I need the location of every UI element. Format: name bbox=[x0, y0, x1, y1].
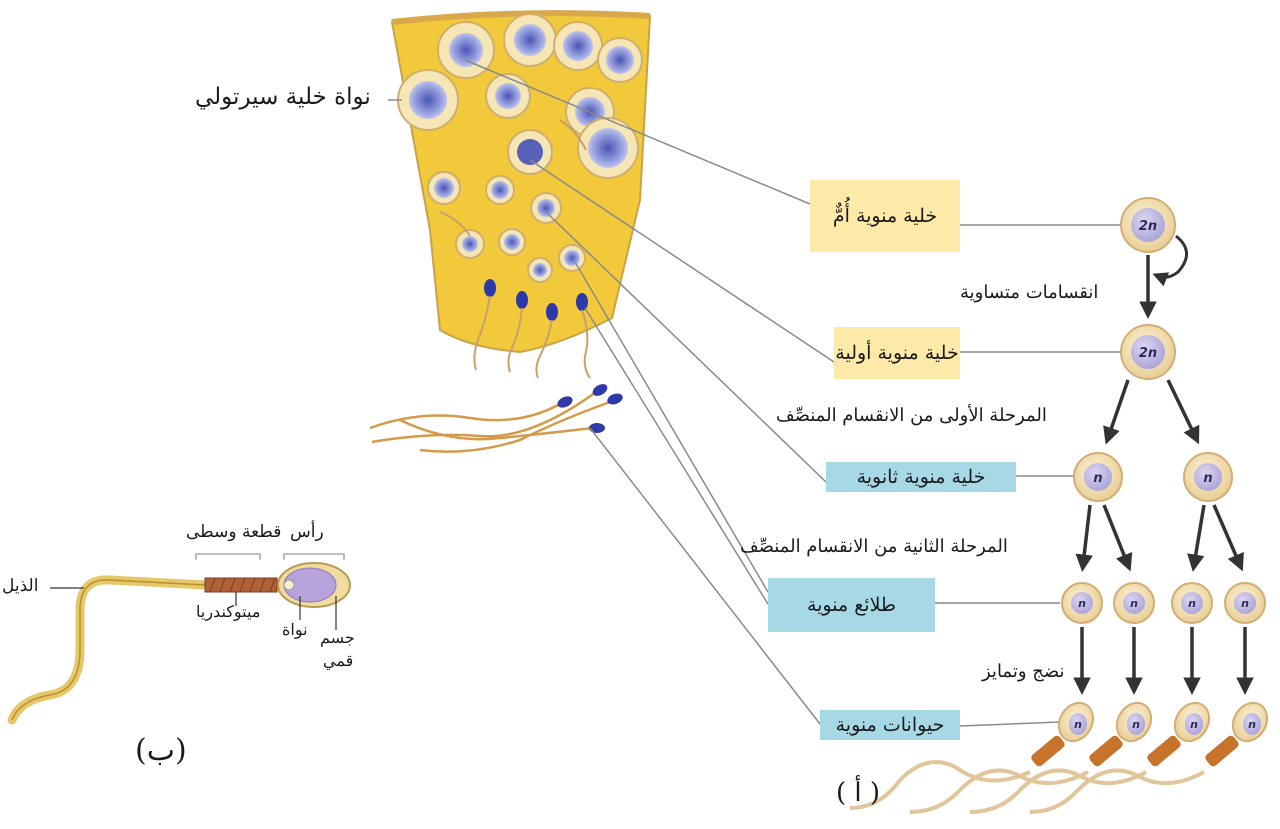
free-sperm-cluster bbox=[370, 382, 624, 452]
ploidy-label: n bbox=[1241, 597, 1249, 610]
ploidy-label: n bbox=[1188, 597, 1196, 610]
primary-spermatocyte-label: خلية منوية أولية bbox=[835, 342, 958, 364]
ploidy-label: n bbox=[1248, 718, 1256, 731]
ploidy-label: 2n bbox=[1139, 346, 1157, 361]
meiosis-1-label: المرحلة الأولى من الانقسام المنصِّف bbox=[776, 405, 1047, 426]
ploidy-label: n bbox=[1078, 597, 1086, 610]
meiosis-2-label: المرحلة الثانية من الانقسام المنصِّف bbox=[740, 536, 1008, 557]
ploidy-label: n bbox=[1203, 471, 1212, 486]
sperm-cells-label: حيوانات منوية bbox=[836, 714, 945, 736]
acrosome-label-2: قمي bbox=[323, 651, 353, 670]
mitochondria-label: ميتوكندريا bbox=[196, 602, 260, 621]
acrosome-label-1: جسم bbox=[320, 628, 355, 647]
secondary-spermatocyte-label: خلية منوية ثانوية bbox=[857, 466, 986, 488]
panel-b-label: (ب) bbox=[135, 733, 187, 768]
ploidy-label: n bbox=[1190, 718, 1198, 731]
mitosis-label: انقسامات متساوية bbox=[960, 282, 1098, 303]
sperm-cells-box: حيوانات منوية bbox=[820, 710, 960, 740]
tail-label: الذيل bbox=[2, 576, 38, 596]
spermatogonium-label: خلية منوية أُمٌّ bbox=[833, 205, 937, 227]
head-label: رأس bbox=[290, 522, 324, 542]
panel-a-label: ( أ ) bbox=[836, 778, 880, 808]
midpiece-label: قطعة وسطى bbox=[186, 522, 281, 542]
spermatogonium-box: خلية منوية أُمٌّ bbox=[810, 180, 960, 252]
ploidy-label: n bbox=[1093, 471, 1102, 486]
ploidy-label: n bbox=[1132, 718, 1140, 731]
primary-spermatocyte-box: خلية منوية أولية bbox=[834, 327, 960, 379]
spermatids-box: طلائع منوية bbox=[768, 578, 935, 632]
ploidy-label: n bbox=[1130, 597, 1138, 610]
sertoli-nucleus-label: نواة خلية سيرتولي bbox=[195, 84, 371, 110]
lineage-cells bbox=[1062, 198, 1265, 623]
secondary-spermatocyte-box: خلية منوية ثانوية bbox=[826, 462, 1016, 492]
maturation-label: نضج وتمايز bbox=[982, 661, 1065, 682]
spermatids-label: طلائع منوية bbox=[807, 594, 896, 616]
spermatid-cells bbox=[1062, 583, 1265, 623]
ploidy-label: 2n bbox=[1139, 219, 1157, 234]
ploidy-label: n bbox=[1074, 718, 1082, 731]
nucleus-label: نواة bbox=[282, 620, 308, 639]
